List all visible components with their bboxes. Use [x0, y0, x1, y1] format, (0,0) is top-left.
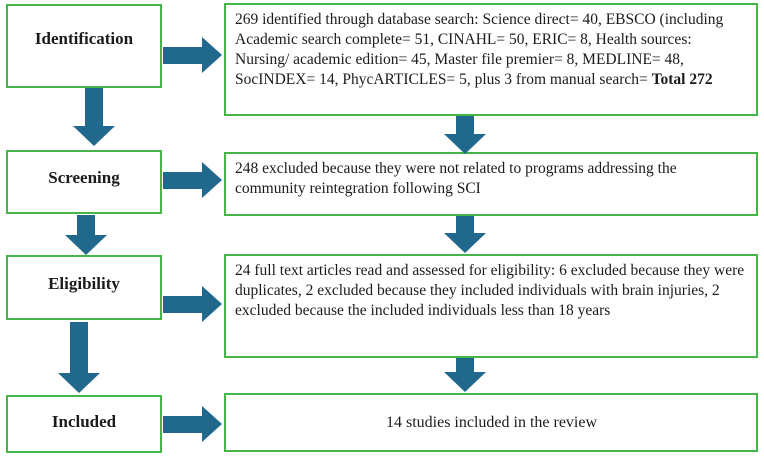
stage-box-eligibility: Eligibility	[6, 255, 162, 320]
stage-box-identification: Identification	[6, 4, 162, 88]
stage-box-included: Included	[6, 395, 162, 453]
identification-total-text: Total 272	[651, 71, 713, 88]
eligibility-detail-text: 24 full text articles read and assessed …	[235, 262, 745, 319]
stage-label-eligibility: Eligibility	[48, 273, 120, 293]
right-arrow-eligibility-icon	[163, 286, 222, 322]
down-arrow-identification-to-screening-icon	[73, 88, 115, 146]
identification-detail-text: 269 identified through database search: …	[235, 11, 724, 88]
down-arrow-detail3-to-detail4-icon	[444, 358, 486, 392]
down-arrow-detail2-to-detail3-icon	[444, 216, 486, 253]
included-detail-text: 14 studies included in the review	[385, 414, 598, 431]
down-arrow-detail1-to-detail2-icon	[444, 116, 486, 154]
right-arrow-included-icon	[163, 406, 222, 442]
screening-detail-text: 248 excluded because they were not relat…	[235, 160, 677, 197]
down-arrow-screening-to-eligibility-icon	[65, 215, 107, 255]
down-arrow-eligibility-to-included-icon	[58, 322, 100, 393]
stage-label-identification: Identification	[34, 29, 134, 48]
detail-box-screening: 248 excluded because they were not relat…	[224, 152, 758, 216]
detail-box-identification: 269 identified through database search: …	[224, 3, 758, 116]
stage-box-screening: Screening	[6, 150, 162, 214]
right-arrow-screening-icon	[163, 162, 222, 198]
stage-label-screening: Screening	[48, 168, 120, 187]
detail-box-included: 14 studies included in the review	[224, 393, 758, 452]
detail-box-eligibility: 24 full text articles read and assessed …	[224, 254, 758, 358]
right-arrow-identification-icon	[163, 37, 222, 73]
stage-label-included: Included	[51, 412, 117, 431]
